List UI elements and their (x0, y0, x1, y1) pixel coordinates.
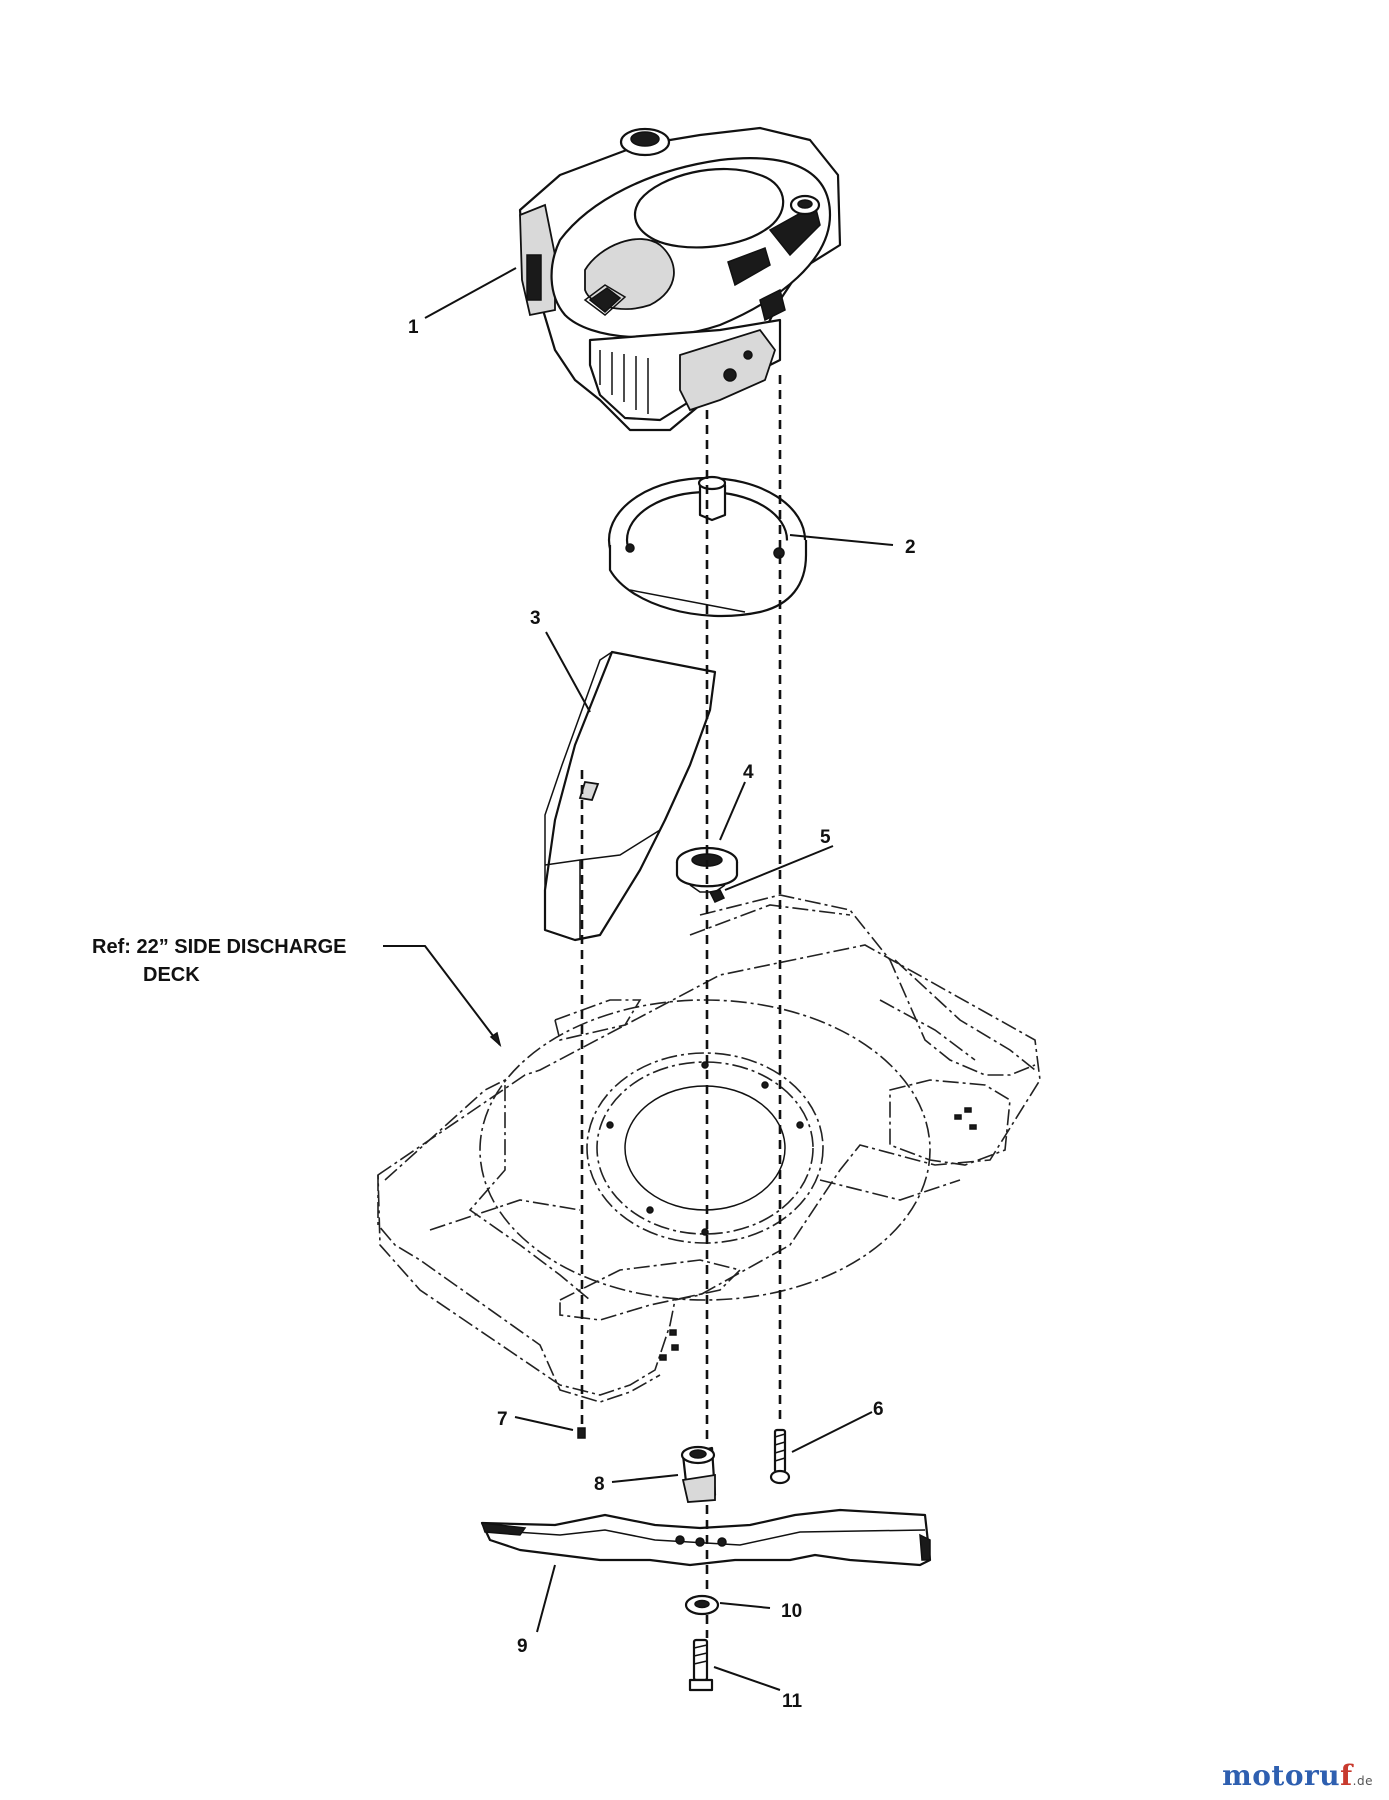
callout-6: 6 (873, 1399, 884, 1420)
callout-9: 9 (517, 1636, 528, 1657)
callout-11: 11 (782, 1691, 803, 1712)
blade-adapter-part-4 (675, 846, 739, 893)
callout-8: 8 (594, 1474, 605, 1495)
watermark-accent: f (1340, 1759, 1353, 1792)
callout-1: 1 (408, 317, 419, 338)
alignment-lines (580, 375, 782, 1638)
callout-4: 4 (743, 762, 754, 783)
mower-deck (377, 894, 1041, 1403)
callout-leader-lines (383, 267, 894, 1691)
watermark-main: motoru (1222, 1759, 1341, 1792)
blade-bolt-part-11 (688, 1638, 714, 1692)
discharge-chute-part-3 (543, 650, 717, 942)
blade-adapter-part-8 (680, 1445, 717, 1503)
site-watermark: motoruf.de (1222, 1759, 1373, 1792)
reference-label-line-2: DECK (143, 964, 200, 986)
callout-3: 3 (530, 608, 541, 629)
bolt-part-7 (577, 1427, 586, 1439)
bolt-part-6 (769, 1428, 791, 1485)
engine-cooling-fins (599, 350, 649, 414)
callout-10: 10 (781, 1601, 802, 1622)
reference-label-line-1: Ref: 22” SIDE DISCHARGE (92, 936, 347, 958)
callout-5: 5 (820, 827, 831, 848)
callout-numbers: 1 2 3 4 5 6 7 8 9 10 11 (408, 317, 916, 1712)
watermark-tld: .de (1352, 1774, 1373, 1788)
washer-part-10 (684, 1594, 720, 1616)
screw-part-5 (708, 889, 726, 903)
callout-2: 2 (905, 537, 916, 558)
deck-vent-slots (659, 1107, 977, 1361)
engine-part-1 (518, 126, 842, 432)
callout-7: 7 (497, 1409, 508, 1430)
reference-deck-label: Ref: 22” SIDE DISCHARGE DECK (92, 936, 347, 986)
